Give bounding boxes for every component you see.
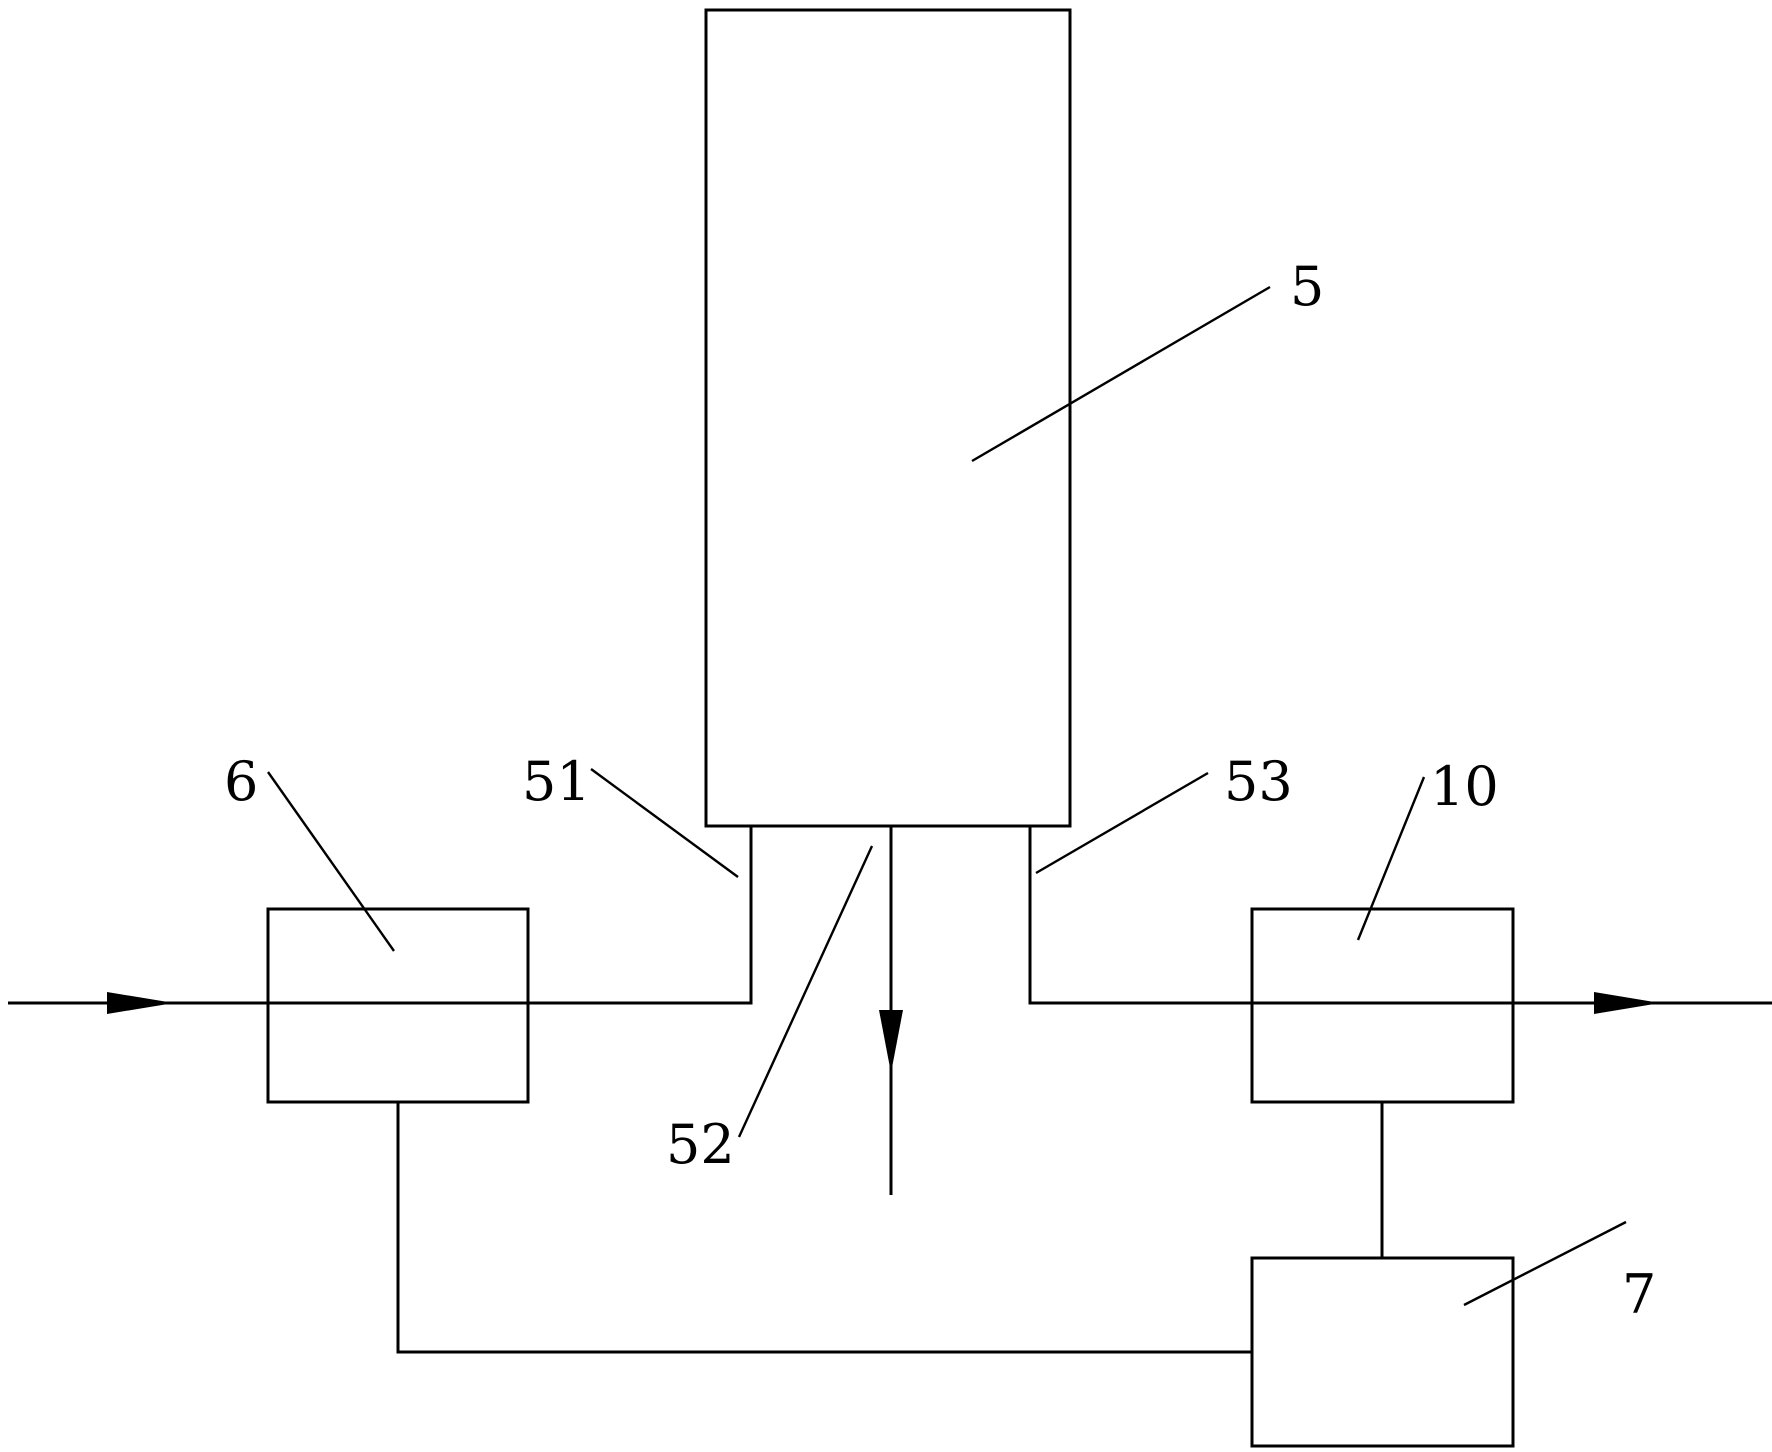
box-10	[1250, 907, 1515, 1104]
inlet-arrowhead	[107, 992, 174, 1014]
outlet-flow-line	[1028, 826, 1772, 1005]
label-6: 6	[224, 750, 258, 813]
label-53: 53	[1224, 750, 1293, 813]
tank-5	[704, 8, 1072, 828]
label-51: 51	[522, 750, 591, 813]
label-10: 10	[1430, 755, 1499, 818]
label-7: 7	[1622, 1263, 1656, 1326]
box-7	[1250, 1256, 1515, 1448]
leader-line-6	[267, 771, 395, 952]
leader-line-10	[1356, 776, 1426, 941]
leader-line-52	[737, 845, 874, 1138]
label-5: 5	[1290, 255, 1324, 318]
leader-line-51	[590, 768, 739, 878]
leader-line-7	[1463, 1220, 1627, 1307]
drain-arrowhead	[879, 1010, 903, 1073]
signal-line-6-to-7	[396, 1102, 1252, 1354]
outlet-arrowhead	[1594, 992, 1660, 1014]
leader-line-53	[1035, 771, 1209, 875]
inlet-flow-line	[8, 826, 753, 1005]
leader-line-5	[971, 285, 1271, 463]
box-6	[266, 907, 530, 1104]
label-52: 52	[666, 1113, 735, 1176]
